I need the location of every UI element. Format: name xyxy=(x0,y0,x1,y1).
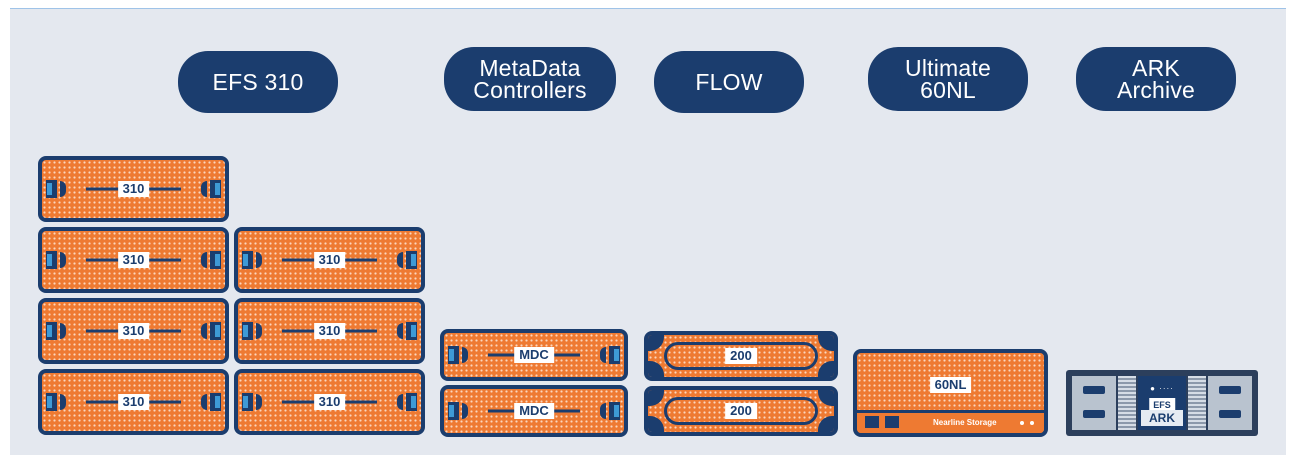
ultimate-heading-line2: 60NL xyxy=(920,77,976,103)
server-label: 310 xyxy=(117,181,150,197)
ark-archive-heading: ARK Archive xyxy=(1076,47,1236,111)
server-label: 310 xyxy=(117,323,150,339)
ark-left-panel xyxy=(1072,376,1116,430)
mdc-heading-line1: MetaData xyxy=(479,55,581,81)
ark-archive-server: ● ···· EFS ARK xyxy=(1066,370,1258,436)
server-label: 200 xyxy=(725,348,757,364)
ultimate-60nl-server: 60NL Nearline Storage xyxy=(853,349,1048,437)
ark-heading-line1: ARK xyxy=(1132,55,1180,81)
efs-310-server: 310 xyxy=(234,298,425,364)
server-label: 200 xyxy=(725,403,757,419)
efs-310-server: 310 xyxy=(38,369,229,435)
ark-right-panel xyxy=(1208,376,1252,430)
efs-310-server: 310 xyxy=(234,227,425,293)
ultimate-heading-line1: Ultimate xyxy=(905,55,991,81)
efs-310-server: 310 xyxy=(234,369,425,435)
mdc-server: MDC xyxy=(440,329,628,381)
flow-heading-text: FLOW xyxy=(695,69,763,95)
server-label: 310 xyxy=(313,394,346,410)
server-label: MDC xyxy=(514,403,554,419)
flow-server: 200 xyxy=(644,386,838,436)
server-label: 310 xyxy=(313,252,346,268)
efs-310-heading: EFS 310 xyxy=(178,51,338,113)
server-label: 310 xyxy=(313,323,346,339)
nearline-strip: Nearline Storage xyxy=(857,410,1044,433)
flow-heading: FLOW xyxy=(654,51,804,113)
flow-server: 200 xyxy=(644,331,838,381)
efs-310-server: 310 xyxy=(38,298,229,364)
mdc-server: MDC xyxy=(440,385,628,437)
efs-logo: EFS xyxy=(1149,398,1175,412)
efs-310-server: 310 xyxy=(38,227,229,293)
ark-label: ARK xyxy=(1141,410,1183,426)
server-label: 310 xyxy=(117,252,150,268)
efs-310-server: 310 xyxy=(38,156,229,222)
ultimate-60nl-heading: Ultimate 60NL xyxy=(868,47,1028,111)
diagram-canvas: EFS 310 MetaData Controllers FLOW Ultima… xyxy=(10,8,1286,455)
metadata-controllers-heading: MetaData Controllers xyxy=(444,47,616,111)
ark-status-leds: ● ···· xyxy=(1150,384,1174,393)
mdc-heading-line2: Controllers xyxy=(473,77,587,103)
server-label: 60NL xyxy=(929,377,972,393)
nearline-storage-label: Nearline Storage xyxy=(933,418,997,427)
server-label: MDC xyxy=(514,347,554,363)
ark-heading-line2: Archive xyxy=(1116,77,1196,103)
efs-310-heading-text: EFS 310 xyxy=(212,69,304,95)
server-label: 310 xyxy=(117,394,150,410)
